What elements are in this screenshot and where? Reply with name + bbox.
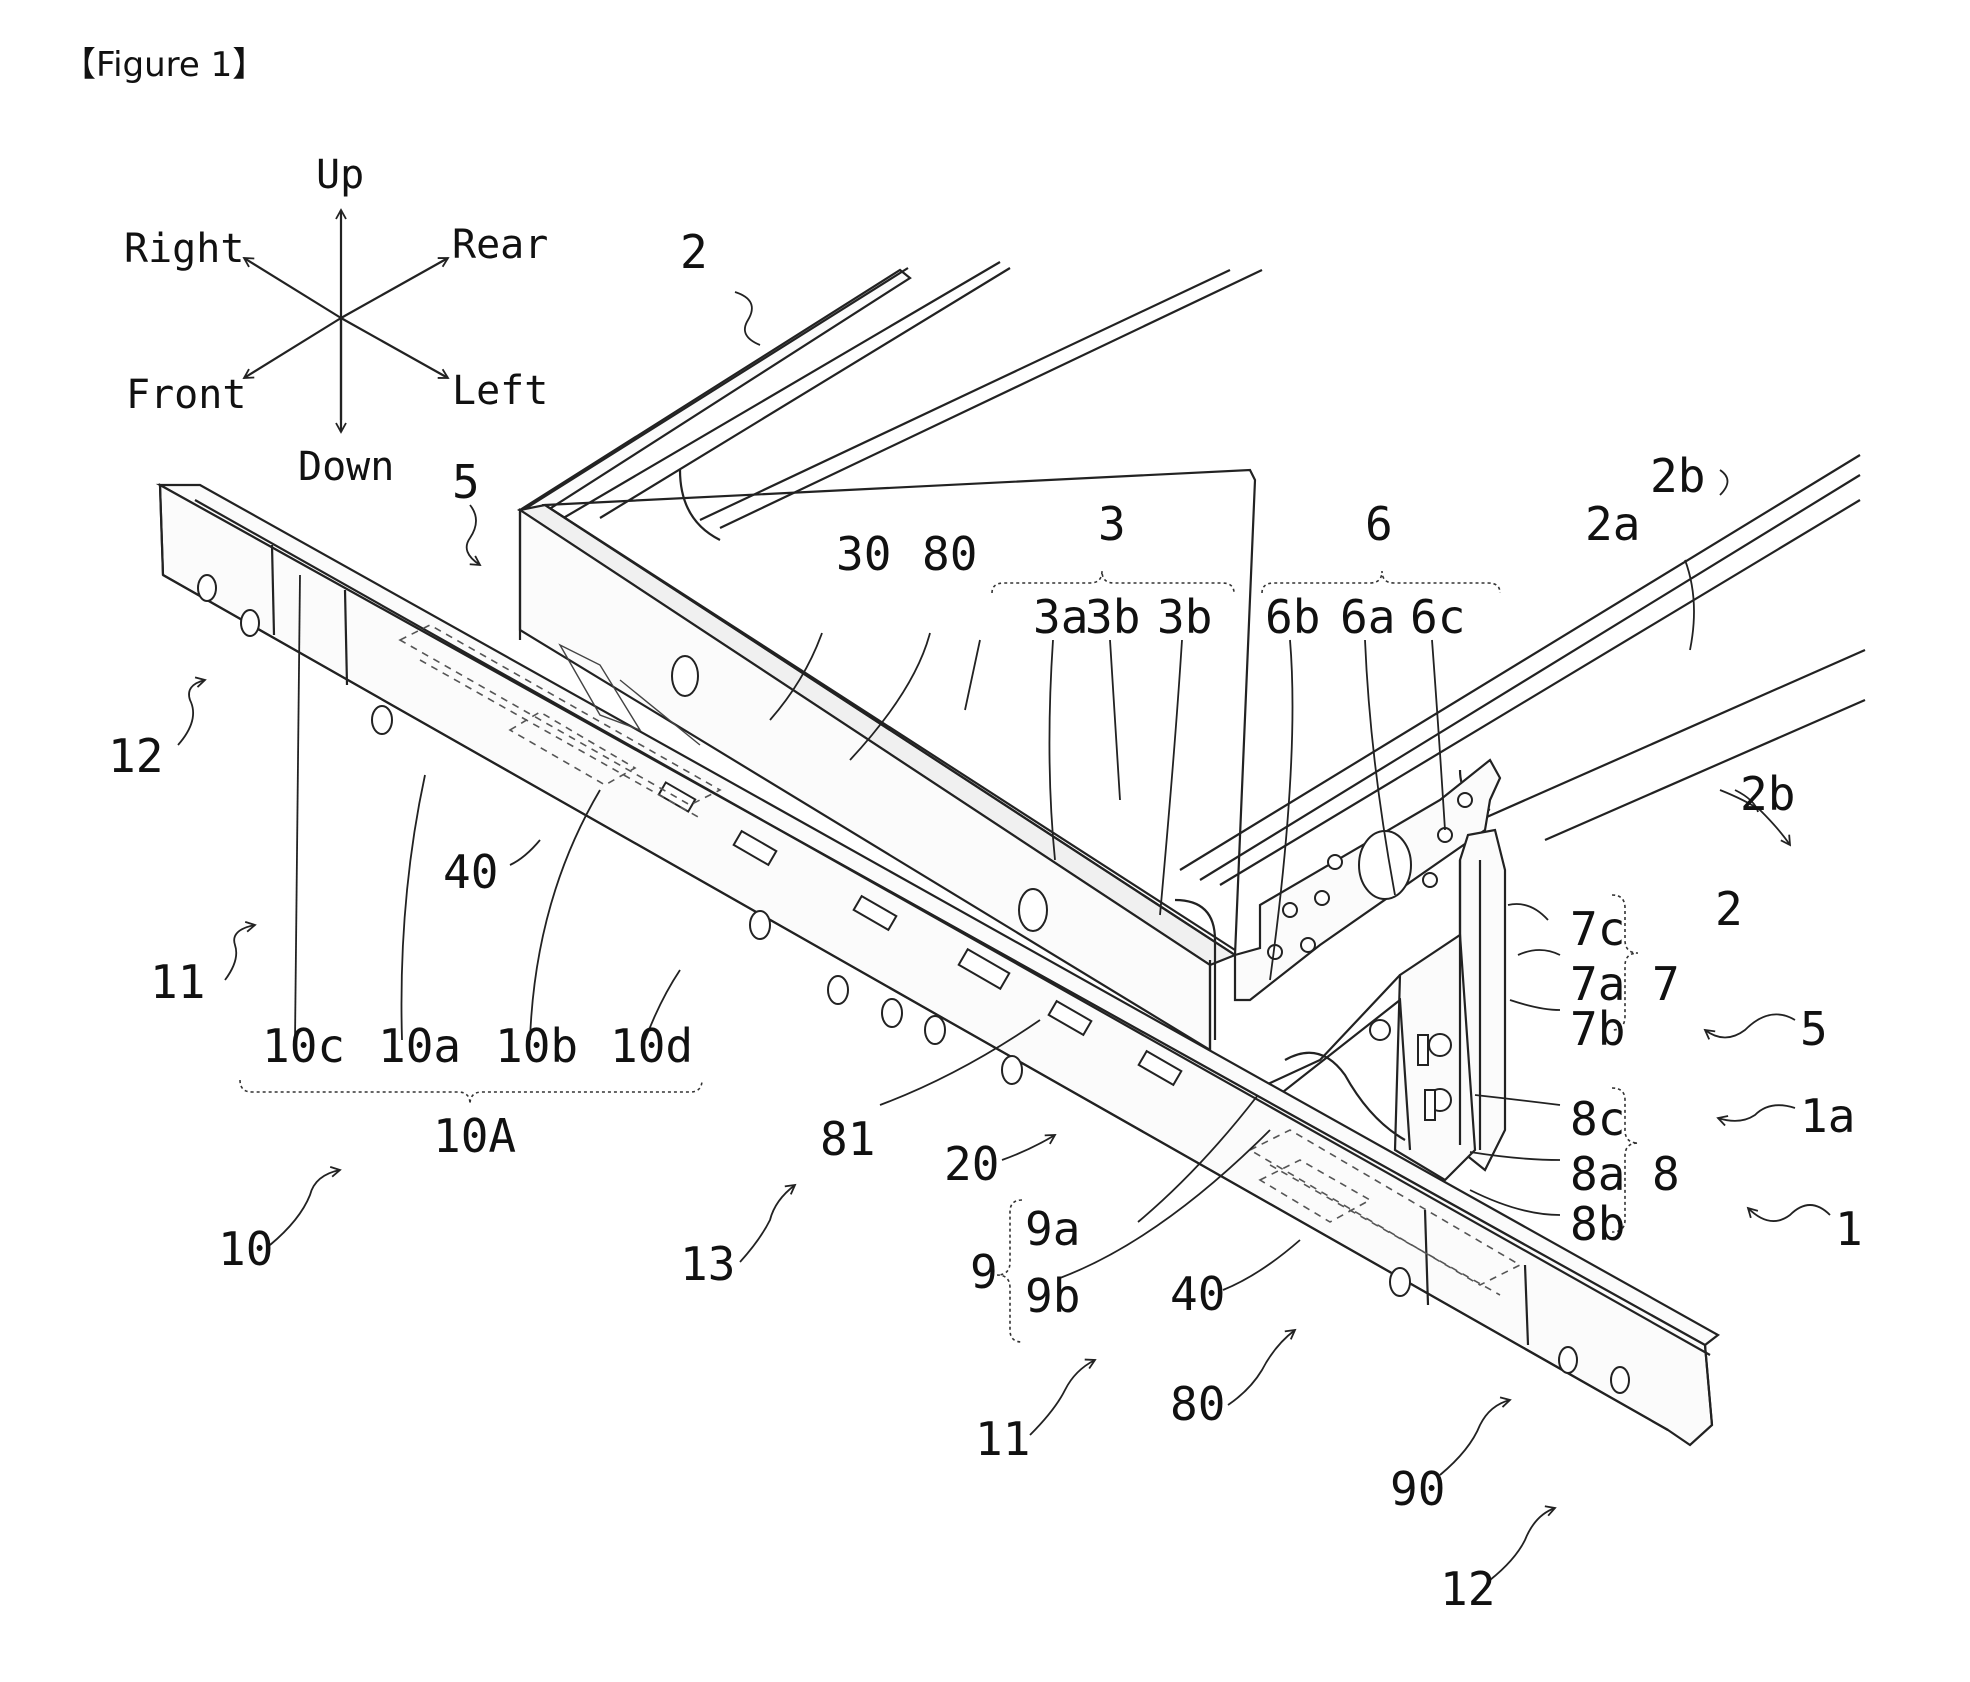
label-6b: 6b bbox=[1265, 590, 1320, 644]
label-6: 6 bbox=[1365, 497, 1393, 551]
label-11-left: 11 bbox=[150, 955, 205, 1009]
direction-indicator: Up Down Right Rear Front Left bbox=[124, 152, 548, 490]
label-5-right: 5 bbox=[1800, 1002, 1828, 1056]
label-2-right: 2 bbox=[1715, 882, 1743, 936]
reference-labels: 2 5 3 6 2b 2a 30 80 3a 3b 3b 6b 6a 6c 2b… bbox=[108, 225, 1863, 1616]
label-2b-top: 2b bbox=[1650, 449, 1705, 503]
label-80-bottom: 80 bbox=[1170, 1377, 1225, 1431]
label-10: 10 bbox=[218, 1222, 273, 1276]
dir-right: Right bbox=[124, 226, 244, 272]
label-9a: 9a bbox=[1025, 1202, 1080, 1256]
label-3: 3 bbox=[1098, 497, 1126, 551]
right-arrow bbox=[244, 258, 341, 318]
label-40-left: 40 bbox=[443, 845, 498, 899]
label-11-bottom: 11 bbox=[975, 1412, 1030, 1466]
label-10c: 10c bbox=[262, 1019, 345, 1073]
label-10a: 10a bbox=[378, 1019, 461, 1073]
label-81: 81 bbox=[820, 1112, 875, 1166]
label-7: 7 bbox=[1652, 957, 1680, 1011]
label-6a: 6a bbox=[1340, 590, 1395, 644]
label-3b-2: 3b bbox=[1157, 590, 1212, 644]
front-arrow bbox=[244, 318, 341, 378]
label-10d: 10d bbox=[610, 1019, 693, 1073]
label-9b: 9b bbox=[1025, 1269, 1080, 1323]
rear-arrow bbox=[341, 258, 448, 318]
label-80-top: 80 bbox=[922, 527, 977, 581]
label-8a: 8a bbox=[1570, 1147, 1625, 1201]
label-6c: 6c bbox=[1410, 590, 1465, 644]
label-40-mid: 40 bbox=[1170, 1267, 1225, 1321]
label-7c: 7c bbox=[1570, 902, 1625, 956]
label-1: 1 bbox=[1835, 1202, 1863, 1256]
label-20: 20 bbox=[944, 1137, 999, 1191]
left-arrow bbox=[341, 318, 448, 378]
label-12-bottom: 12 bbox=[1440, 1562, 1495, 1616]
dir-rear: Rear bbox=[452, 222, 548, 268]
dir-left: Left bbox=[452, 368, 548, 414]
label-3b-1: 3b bbox=[1085, 590, 1140, 644]
label-1a: 1a bbox=[1800, 1089, 1855, 1143]
label-90: 90 bbox=[1390, 1462, 1445, 1516]
label-13: 13 bbox=[680, 1237, 735, 1291]
label-2-top: 2 bbox=[680, 225, 708, 279]
label-10A: 10A bbox=[433, 1109, 516, 1163]
label-8b: 8b bbox=[1570, 1197, 1625, 1251]
label-5-top: 5 bbox=[452, 455, 480, 509]
label-8: 8 bbox=[1652, 1147, 1680, 1201]
dir-up: Up bbox=[316, 152, 364, 198]
label-3a: 3a bbox=[1033, 590, 1088, 644]
label-7b: 7b bbox=[1570, 1002, 1625, 1056]
label-8c: 8c bbox=[1570, 1092, 1625, 1146]
dir-down: Down bbox=[298, 444, 394, 490]
label-12-left: 12 bbox=[108, 729, 163, 783]
label-2b-right: 2b bbox=[1740, 767, 1795, 821]
label-9: 9 bbox=[970, 1245, 998, 1299]
label-10b: 10b bbox=[495, 1019, 578, 1073]
figure-caption: 【Figure 1】 bbox=[62, 45, 266, 85]
dir-front: Front bbox=[126, 372, 246, 418]
label-2a: 2a bbox=[1585, 497, 1640, 551]
label-30: 30 bbox=[836, 527, 891, 581]
